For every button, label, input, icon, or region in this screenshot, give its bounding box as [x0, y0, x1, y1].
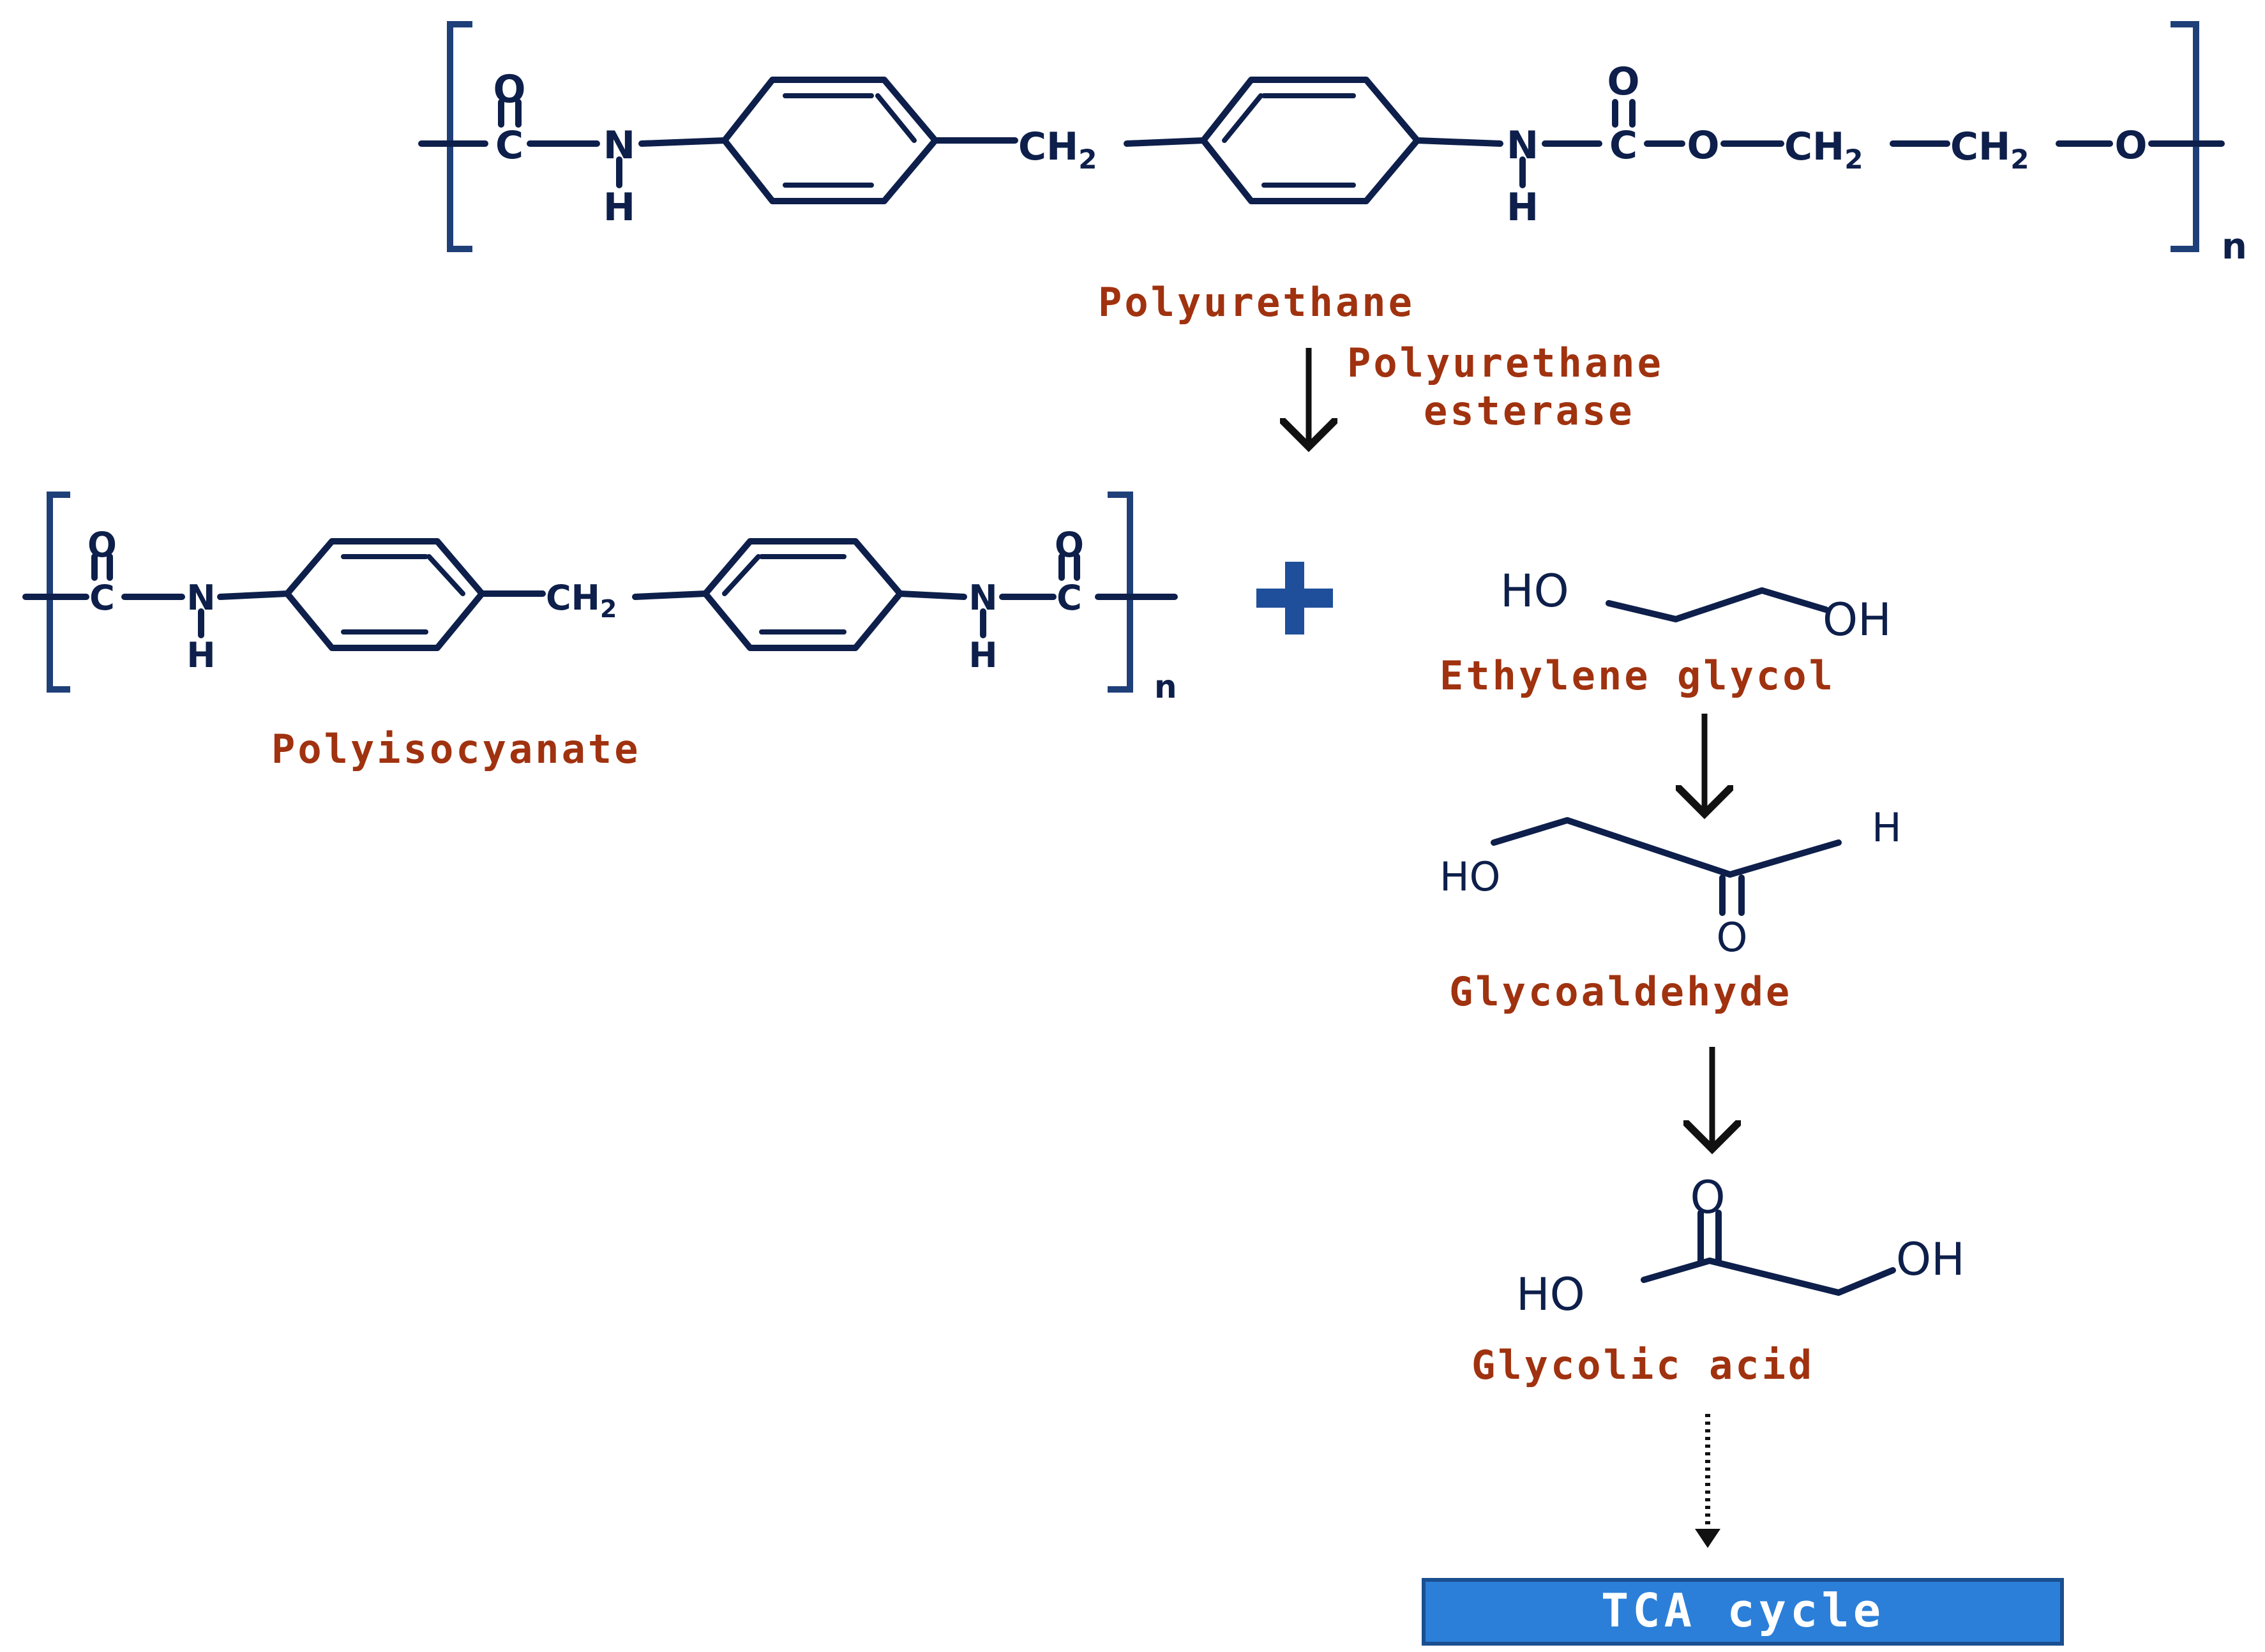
atom-HO: HO	[1516, 1268, 1585, 1321]
right-bracket	[2171, 21, 2199, 252]
arrow-dotted-head	[1695, 1529, 1720, 1548]
atom-N: N	[968, 578, 997, 618]
atom-H: H	[968, 635, 997, 675]
atom-O: O	[1055, 525, 1084, 565]
atom-CH2: CH2	[1784, 124, 1863, 175]
atom-OH: OH	[1823, 594, 1892, 646]
atom-O: O	[2114, 123, 2147, 168]
atom-CH2: CH2	[1018, 124, 1097, 175]
left-bracket	[47, 492, 70, 693]
glycoaldehyde-structure: HO H O	[1440, 804, 1902, 961]
atom-H: H	[186, 635, 215, 675]
atom-N: N	[1507, 123, 1539, 168]
plus-icon	[1256, 562, 1333, 635]
label-glycoaldehyde: Glycoaldehyde	[1449, 968, 1792, 1015]
atom-O: O	[493, 67, 525, 112]
right-bracket	[1108, 492, 1133, 693]
atom-C: C	[89, 578, 115, 618]
atom-O: O	[87, 525, 117, 565]
atom-O: O	[1607, 59, 1639, 104]
repeat-n: n	[1154, 668, 1177, 705]
atom-C: C	[1609, 123, 1637, 168]
label-ethylene-glycol: Ethylene glycol	[1440, 652, 1835, 699]
glycolic-acid-structure: O HO OH	[1516, 1171, 1965, 1321]
atom-O: O	[1687, 123, 1719, 168]
atom-OH: OH	[1896, 1233, 1965, 1286]
left-bracket	[447, 21, 472, 252]
atom-H: H	[1507, 185, 1539, 230]
polyurethane-structure: n O C N H CH2 N	[418, 21, 2247, 267]
atom-O: O	[1717, 914, 1748, 961]
label-polyisocyanate: Polyisocyanate	[271, 726, 641, 772]
atom-C: C	[495, 123, 523, 168]
tca-cycle-box: TCA cycle	[1422, 1578, 2064, 1646]
label-polyurethane: Polyurethane	[1098, 279, 1415, 326]
atom-CH2: CH2	[1950, 124, 2029, 175]
label-glycolic-acid: Glycolic acid	[1471, 1342, 1814, 1388]
atom-O: O	[1690, 1171, 1725, 1224]
label-tca-cycle: TCA cycle	[1601, 1584, 1885, 1637]
atom-H: H	[603, 185, 635, 230]
atom-HO: HO	[1500, 565, 1569, 617]
atom-HO: HO	[1440, 853, 1500, 900]
atom-N: N	[603, 123, 635, 168]
polyisocyanate-structure: n O C N H CH2 N H O C	[22, 492, 1178, 705]
atom-CH2: CH2	[546, 578, 617, 623]
atom-N: N	[186, 578, 215, 618]
repeat-n: n	[2222, 226, 2247, 267]
atom-H: H	[1872, 804, 1902, 851]
ethylene-glycol-structure: HO OH	[1500, 565, 1892, 646]
label-enzyme-line2: esterase	[1424, 387, 1635, 434]
atom-C: C	[1057, 578, 1082, 618]
label-enzyme-line1: Polyurethane	[1347, 340, 1664, 386]
